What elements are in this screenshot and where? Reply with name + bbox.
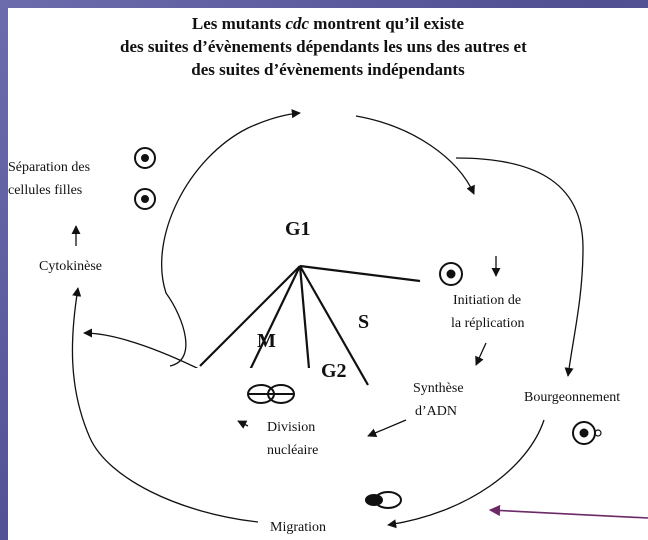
label-separation-2: cellules filles bbox=[8, 183, 83, 198]
label-cytokinesis: Cytokinèse bbox=[39, 259, 102, 274]
title-line-3: des suites d’évènements indépendants bbox=[191, 60, 465, 79]
label-synthesis-1: Synthèse bbox=[413, 381, 464, 396]
arc-top-right bbox=[355, 115, 475, 195]
arrow-synthesis-division bbox=[367, 419, 407, 438]
label-migration: Migration bbox=[270, 520, 326, 535]
label-nuclear-division-2: nucléaire bbox=[267, 443, 319, 458]
title-line-2: des suites d’évènements dépendants les u… bbox=[120, 37, 527, 56]
arrow-initiation-synthesis bbox=[475, 342, 487, 366]
phase-s-label: S bbox=[358, 311, 370, 333]
label-separation-1: Séparation des bbox=[8, 160, 91, 175]
budding-cell-icon bbox=[572, 421, 602, 445]
arc-migration-cytokinesis bbox=[71, 287, 259, 523]
label-budding: Bourgeonnement bbox=[524, 390, 621, 405]
cell-cycle-diagram bbox=[71, 109, 648, 529]
phase-m-label: M bbox=[257, 330, 276, 352]
arc-top-left bbox=[161, 109, 301, 367]
label-synthesis-2: d’ADN bbox=[415, 404, 457, 419]
daughter-cell-icon-2 bbox=[134, 188, 156, 210]
initiation-cell-icon bbox=[439, 262, 463, 286]
phase-dividers bbox=[199, 264, 421, 386]
phase-g1-label: G1 bbox=[285, 218, 311, 240]
label-initiation-1: Initiation de bbox=[453, 293, 522, 308]
label-nuclear-division-1: Division bbox=[267, 420, 316, 435]
arc-to-budding bbox=[455, 157, 584, 377]
daughter-cell-icon-1 bbox=[134, 147, 156, 169]
arrow-division-small bbox=[237, 420, 249, 429]
label-initiation-2: la réplication bbox=[451, 316, 525, 331]
dividing-nucleus-icon bbox=[247, 384, 295, 404]
diagram-slide: Les mutants cdc montrent qu’il existe de… bbox=[8, 8, 648, 540]
arc-budding-migration bbox=[387, 419, 545, 529]
title-emphasis: cdc bbox=[285, 14, 310, 33]
annotation-arrow bbox=[488, 504, 648, 519]
migrating-cell-icon bbox=[365, 491, 402, 509]
title-line-1: Les mutants cdc montrent qu’il existe bbox=[191, 14, 465, 33]
phase-g2-label: G2 bbox=[321, 360, 347, 382]
